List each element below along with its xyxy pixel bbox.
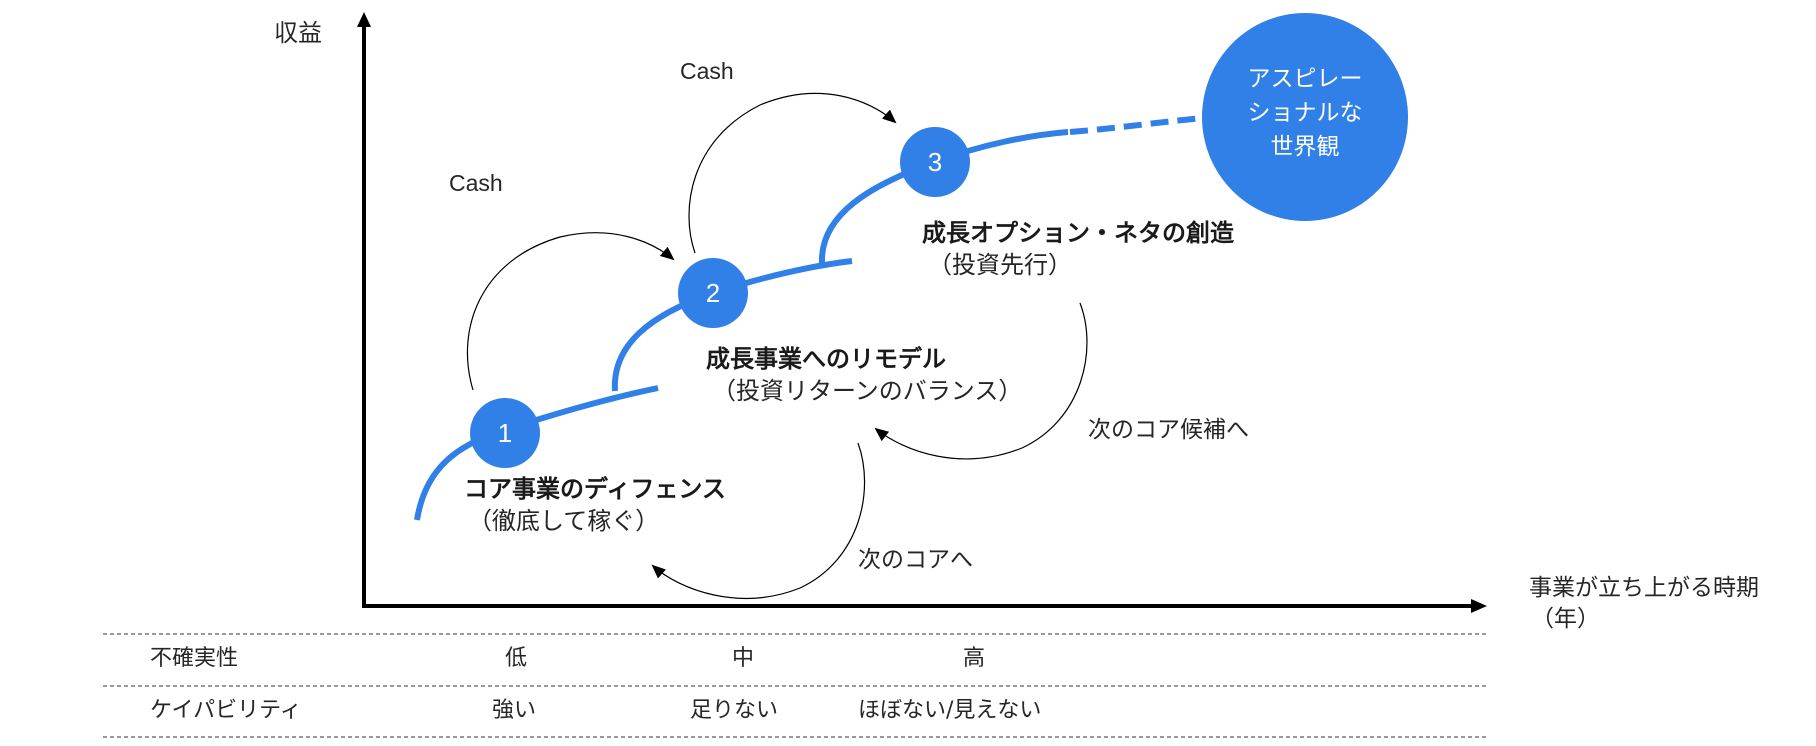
curve-dashed-to-aspiration [1069, 115, 1204, 135]
stage-1-subtitle: （徹底して稼ぐ） [468, 507, 660, 535]
uncertainty-low: 低 [505, 646, 528, 671]
capability-insufficient: 足りない [690, 698, 779, 723]
stage-1-title: コア事業のディフェンス [464, 475, 726, 503]
stage-1-circle [470, 398, 540, 468]
cash-arrow-1 [466, 232, 675, 391]
stage-3-subtitle: （投資先行） [928, 251, 1072, 279]
stage-2-circle [678, 258, 748, 328]
cash-arrow-2 [688, 92, 897, 254]
x-axis-label: 事業が立ち上がる時期 [1529, 575, 1759, 601]
uncertainty-high: 高 [963, 646, 986, 671]
stage-3-number: 3 [927, 147, 943, 177]
stage-3-circle [900, 127, 970, 197]
y-axis-arrowhead-icon [357, 12, 371, 27]
y-axis-label: 収益 [274, 19, 322, 47]
next-core-label: 次のコアへ [858, 547, 973, 573]
aspiration-circle [1202, 13, 1408, 221]
uncertainty-medium: 中 [732, 646, 755, 671]
capability-none: ほぼない/見えない [858, 698, 1042, 723]
capability-strong: 強い [492, 698, 537, 723]
aspiration-line-1: アスピレー [1247, 66, 1363, 92]
capability-row-label: ケイパビリティ [150, 698, 302, 723]
stage-3-title: 成長オプション・ネタの創造 [922, 219, 1234, 247]
x-axis-unit-label: （年） [1531, 606, 1600, 632]
next-core-arrow [651, 442, 866, 599]
stage-1-number: 1 [497, 418, 513, 448]
next-core-candidate-label: 次のコア候補へ [1088, 417, 1249, 443]
cash-label-2: Cash [680, 58, 734, 84]
uncertainty-row-label: 不確実性 [150, 646, 239, 671]
stage-2-title: 成長事業へのリモデル [706, 345, 946, 373]
x-axis-arrowhead-icon [1471, 599, 1487, 613]
cash-label-1: Cash [449, 170, 503, 196]
aspiration-line-2: ショナルな [1247, 100, 1363, 126]
aspiration-line-3: 世界観 [1270, 134, 1340, 160]
stage-2-subtitle: （投資リターンのバランス） [712, 377, 1023, 405]
stage-2-number: 2 [705, 278, 721, 308]
next-core-candidate-arrow [874, 302, 1088, 460]
aspiration-label: アスピレー ショナルな 世界観 [1202, 62, 1408, 164]
